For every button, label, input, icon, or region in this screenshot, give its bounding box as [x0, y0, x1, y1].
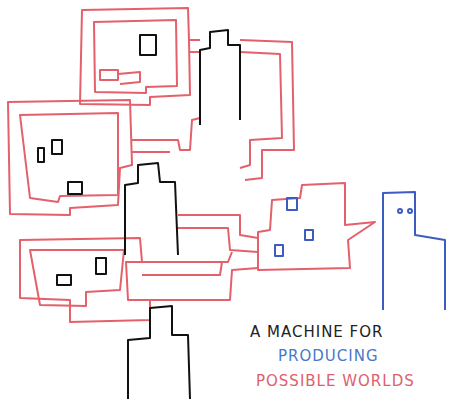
caption-line: A MACHINE FOR — [250, 323, 383, 341]
caption-line: PRODUCING — [278, 347, 379, 365]
caption-line: POSSIBLE WORLDS — [256, 372, 415, 390]
